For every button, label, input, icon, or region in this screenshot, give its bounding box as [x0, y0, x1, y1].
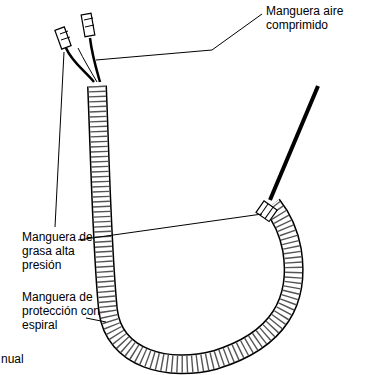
leader-line — [212, 14, 262, 50]
part-label: Manguera aire comprimido — [266, 4, 356, 32]
fitting — [55, 27, 71, 49]
fitting — [81, 13, 95, 36]
end-fitting — [256, 201, 277, 222]
part-label: Manguera de protección con espiral — [22, 290, 116, 332]
leader-line — [78, 214, 262, 240]
leader-line — [86, 318, 106, 322]
air-hose-end — [270, 86, 318, 200]
fragment-text: nual — [1, 352, 61, 366]
leader-line — [55, 52, 64, 227]
spiral-hose-outline — [97, 86, 294, 364]
grease-hose — [66, 48, 94, 82]
part-label: Manguera de grasa alta presión — [22, 230, 98, 272]
spiral-hose-fill — [97, 86, 294, 364]
spiral-windings — [97, 86, 294, 364]
leader-line — [96, 50, 212, 60]
hose-edge — [78, 48, 97, 82]
